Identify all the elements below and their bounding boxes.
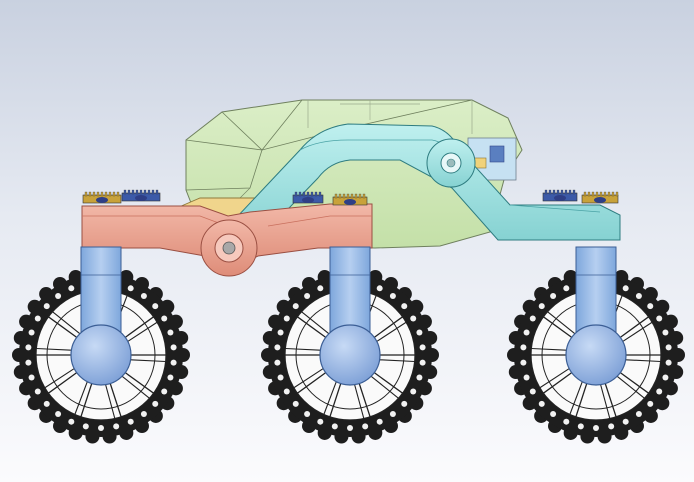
spoke [543,316,573,338]
spoke [373,316,403,338]
wheel-fork [80,246,122,336]
wheel-3 [507,246,685,444]
spoke [48,316,78,338]
spoke [358,383,371,418]
wheel-hub [565,324,627,386]
spoke [297,316,327,338]
wheel-hub [70,324,132,386]
gear [121,189,161,202]
gear-group [82,189,619,206]
spoke [543,372,573,394]
gear [542,189,578,202]
gear [292,191,324,204]
spoke [80,383,93,418]
gear [581,191,619,204]
spoke [124,316,154,338]
wheel-group [12,246,685,444]
wheel-1 [12,246,190,444]
gear [82,191,122,204]
spoke [329,383,342,418]
gear [332,193,368,206]
spoke [297,372,327,394]
main-rocker [81,203,373,277]
spoke [48,372,78,394]
wheel-hub [319,324,381,386]
spoke [619,372,649,394]
spoke [373,372,403,394]
bogie-arm [235,123,621,241]
spoke [619,316,649,338]
wheel-2 [261,246,439,444]
spoke [604,383,617,418]
spoke [575,383,588,418]
spoke [109,383,122,418]
spoke [124,372,154,394]
wheel-fork [329,246,371,336]
wheel-fork [575,246,617,336]
